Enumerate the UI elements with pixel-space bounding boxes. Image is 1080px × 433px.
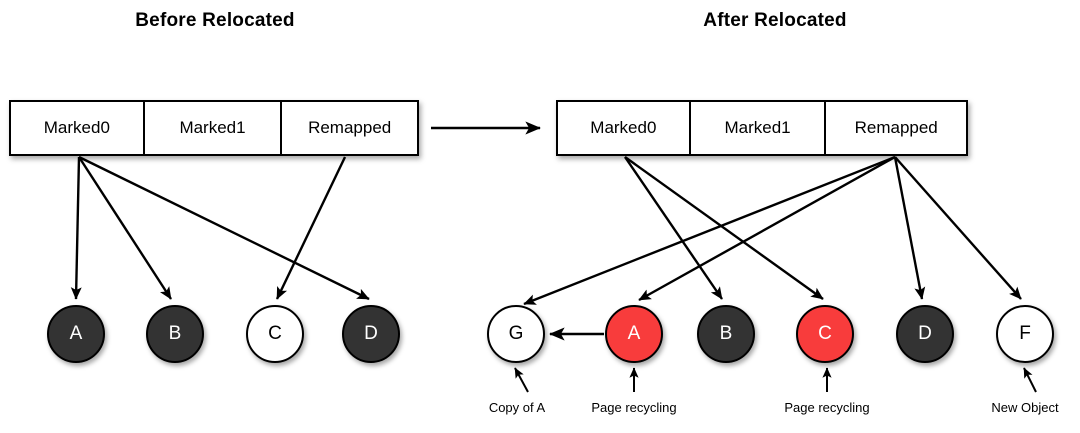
page-table-cell-marked1-after: Marked1 <box>691 102 827 154</box>
page-table-cell-marked0-before: Marked0 <box>11 102 145 154</box>
page-table-cell-marked1-before: Marked1 <box>145 102 283 154</box>
edge-remapped-to-c <box>275 156 347 300</box>
leader-new-object <box>1023 367 1037 393</box>
page-table-after: Marked0 Marked1 Remapped <box>556 100 968 156</box>
edge-after-remapped-to-f <box>894 156 1022 300</box>
node-label: A <box>627 323 641 344</box>
edge-after-remapped-to-a <box>638 155 896 302</box>
annotation-page-recycling-c: Page recycling <box>784 400 870 415</box>
page-table-cell-remapped-before: Remapped <box>308 118 392 137</box>
node-label: B <box>719 323 733 344</box>
node-label: D <box>364 323 378 344</box>
node-b-before[interactable]: B <box>146 305 204 363</box>
node-a-before[interactable]: A <box>47 305 105 363</box>
node-label: C <box>818 323 832 344</box>
node-c-after[interactable]: C <box>796 305 854 363</box>
page-table-cell-marked0-after: Marked0 <box>558 102 691 154</box>
edge-after-marked0-to-b <box>624 156 723 300</box>
edge-after-remapped-to-g <box>523 155 896 306</box>
edge-after-marked0-to-c <box>624 156 824 300</box>
annotation-new-object: New Object <box>991 400 1059 415</box>
annotation-page-recycling-a: Page recycling <box>591 400 677 415</box>
page-table-before: Marked0 Marked1 Remapped <box>9 100 419 156</box>
node-label: B <box>168 323 182 344</box>
node-d-after[interactable]: D <box>896 305 954 363</box>
page-table-cell-remapped-after: Remapped <box>854 118 938 137</box>
node-a-after[interactable]: A <box>605 305 663 363</box>
node-c-before[interactable]: C <box>246 305 304 363</box>
edge-marked0-to-b <box>77 156 173 300</box>
panel-title-before: Before Relocated <box>135 10 295 31</box>
panel-title-after: After Relocated <box>703 10 847 31</box>
node-label: G <box>508 323 524 344</box>
edge-after-remapped-to-d <box>893 156 926 300</box>
node-label: A <box>69 323 83 344</box>
node-f-after[interactable]: F <box>996 305 1054 363</box>
edge-marked0-to-a <box>70 156 82 300</box>
node-label: D <box>918 323 932 344</box>
node-g-after[interactable]: G <box>487 305 545 363</box>
annotation-copy-of-a: Copy of A <box>488 400 546 415</box>
leader-copy-of-a <box>514 367 529 393</box>
node-label: C <box>268 323 282 344</box>
node-label: F <box>1019 323 1031 344</box>
node-d-before[interactable]: D <box>342 305 400 363</box>
node-b-after[interactable]: B <box>697 305 755 363</box>
edge-marked0-to-d <box>78 155 370 301</box>
